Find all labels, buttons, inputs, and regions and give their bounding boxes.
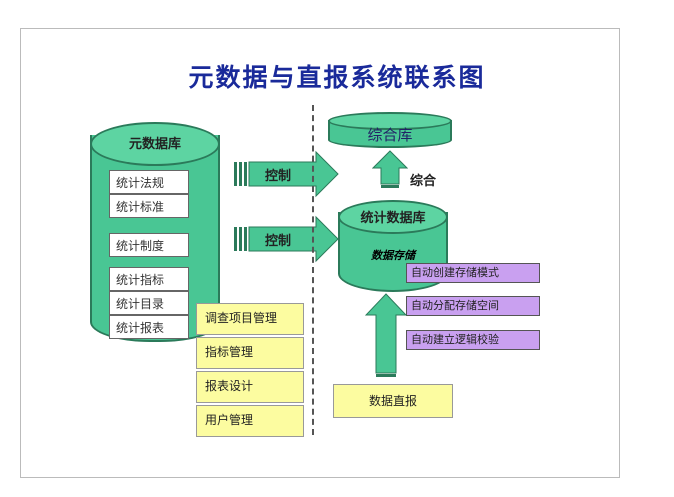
summary-db-top (328, 112, 452, 130)
metadata-db-top (90, 122, 220, 166)
report-arrow (365, 293, 407, 377)
metadata-item: 统计报表 (109, 315, 189, 339)
auto-task: 自动创建存储模式 (406, 263, 540, 283)
management-item: 用户管理 (196, 405, 304, 437)
metadata-item: 统计制度 (109, 233, 189, 257)
stat-db-top (338, 200, 448, 234)
stat-db-sub: 数据存储 (371, 249, 415, 262)
metadata-db-label: 元数据库 (128, 137, 181, 152)
diagram-title: 元数据与直报系统联系图 (188, 63, 486, 92)
direct-report-box: 数据直报 (333, 384, 453, 418)
control-arrow-1 (234, 150, 339, 198)
metadata-item: 统计标准 (109, 194, 189, 218)
management-item: 报表设计 (196, 371, 304, 403)
auto-task: 自动分配存储空间 (406, 296, 540, 316)
control-label: 控制 (265, 234, 292, 249)
metadata-item: 统计指标 (109, 267, 189, 291)
metadata-item: 统计法规 (109, 170, 189, 194)
management-item: 指标管理 (196, 337, 304, 369)
divider-line (312, 105, 314, 435)
summary-arrow-label: 综合 (410, 174, 437, 189)
summary-db-label: 综合库 (367, 126, 413, 144)
stat-db-label: 统计数据库 (360, 211, 426, 226)
slide-frame (20, 28, 620, 478)
auto-task: 自动建立逻辑校验 (406, 330, 540, 350)
summary-arrow (372, 150, 408, 188)
control-arrow-2 (234, 215, 339, 263)
management-item: 调查项目管理 (196, 303, 304, 335)
control-label: 控制 (265, 169, 292, 184)
metadata-item: 统计目录 (109, 291, 189, 315)
